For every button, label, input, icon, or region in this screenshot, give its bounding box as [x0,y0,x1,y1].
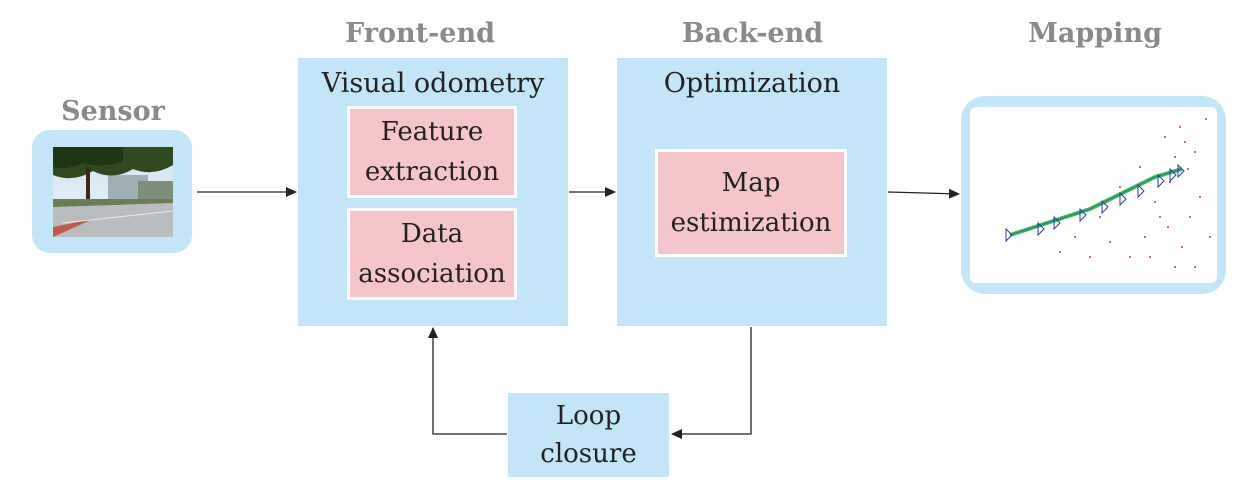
sensor-street-image [53,147,173,237]
map-estimization-line2: estimization [670,208,832,238]
feature-extraction-line1: Feature [380,117,484,147]
visual-odometry-title: Visual odometry [321,68,545,99]
optimization-title: Optimization [663,68,841,99]
arrow-loop-to-frontend [428,327,507,435]
mapping-header: Mapping [1028,18,1162,49]
back-end-panel: Optimization Map estimization [617,58,887,326]
data-association-line2: association [358,259,506,289]
back-end-header: Back-end [681,18,824,49]
map-estimization-box: Map estimization [655,149,847,257]
arrow-backend-to-mapping [887,188,960,199]
sensor-data-frame [32,130,192,253]
loop-closure-line2: closure [540,439,637,469]
data-association-box: Data association [347,208,517,300]
front-end-panel: Visual odometry Feature extraction Data … [298,58,568,326]
front-end-header: Front-end [345,18,495,49]
arrow-backend-to-loop [671,327,752,439]
feature-extraction-box: Feature extraction [347,106,517,198]
loop-closure-line1: Loop [555,401,622,431]
map-estimization-line1: Map [721,168,781,198]
point-cloud-image [970,107,1217,283]
data-association-line1: Data [400,219,464,249]
mapping-frame [961,96,1226,294]
loop-closure-box: Loop closure [508,393,669,477]
feature-extraction-line2: extraction [364,157,500,187]
